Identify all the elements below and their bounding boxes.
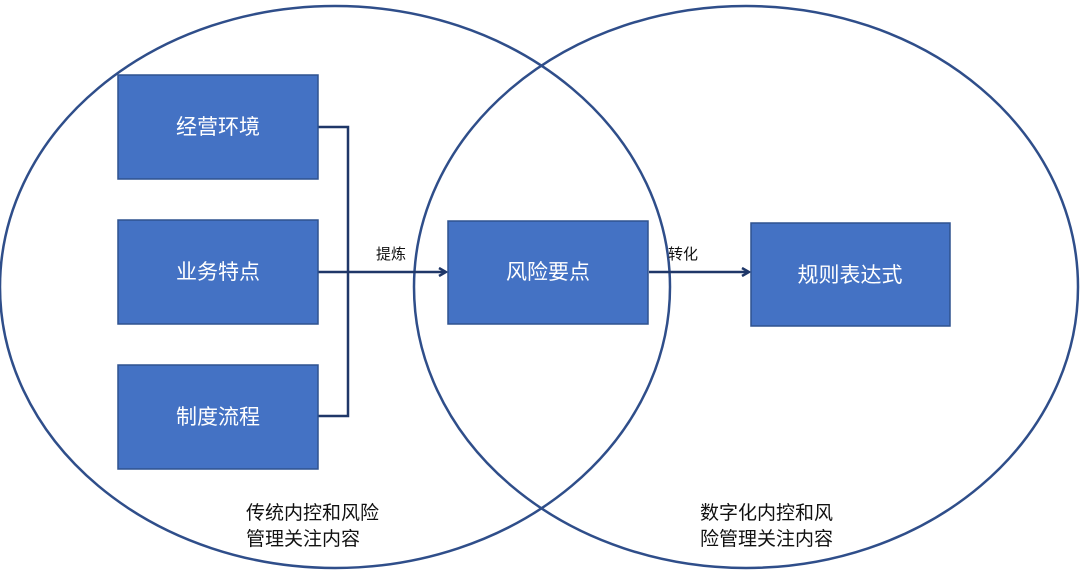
risk-points-box: 风险要点 [447, 220, 649, 325]
business-traits-label: 业务特点 [176, 260, 260, 284]
inputs-bracket-connector [318, 125, 350, 418]
traditional-caption-line2: 管理关注内容 [246, 528, 360, 550]
business-environment-box: 经营环境 [117, 74, 319, 180]
risk-points-label: 风险要点 [506, 260, 590, 284]
traditional-scope-ellipse [0, 4, 672, 570]
rule-expression-box: 规则表达式 [750, 222, 951, 327]
business-environment-label: 经营环境 [176, 115, 260, 139]
digital-caption-line2: 险管理关注内容 [700, 528, 833, 550]
digital-scope-ellipse [412, 4, 1080, 570]
traditional-caption-line1: 传统内控和风险 [246, 502, 379, 524]
business-traits-box: 业务特点 [117, 219, 319, 325]
digital-caption-line1: 数字化内控和风 [700, 502, 833, 524]
process-label: 制度流程 [176, 405, 260, 429]
transform-label: 转化 [668, 245, 698, 263]
refine-label: 提炼 [376, 245, 406, 263]
rule-expression-label: 规则表达式 [798, 263, 903, 287]
process-box: 制度流程 [117, 364, 319, 470]
